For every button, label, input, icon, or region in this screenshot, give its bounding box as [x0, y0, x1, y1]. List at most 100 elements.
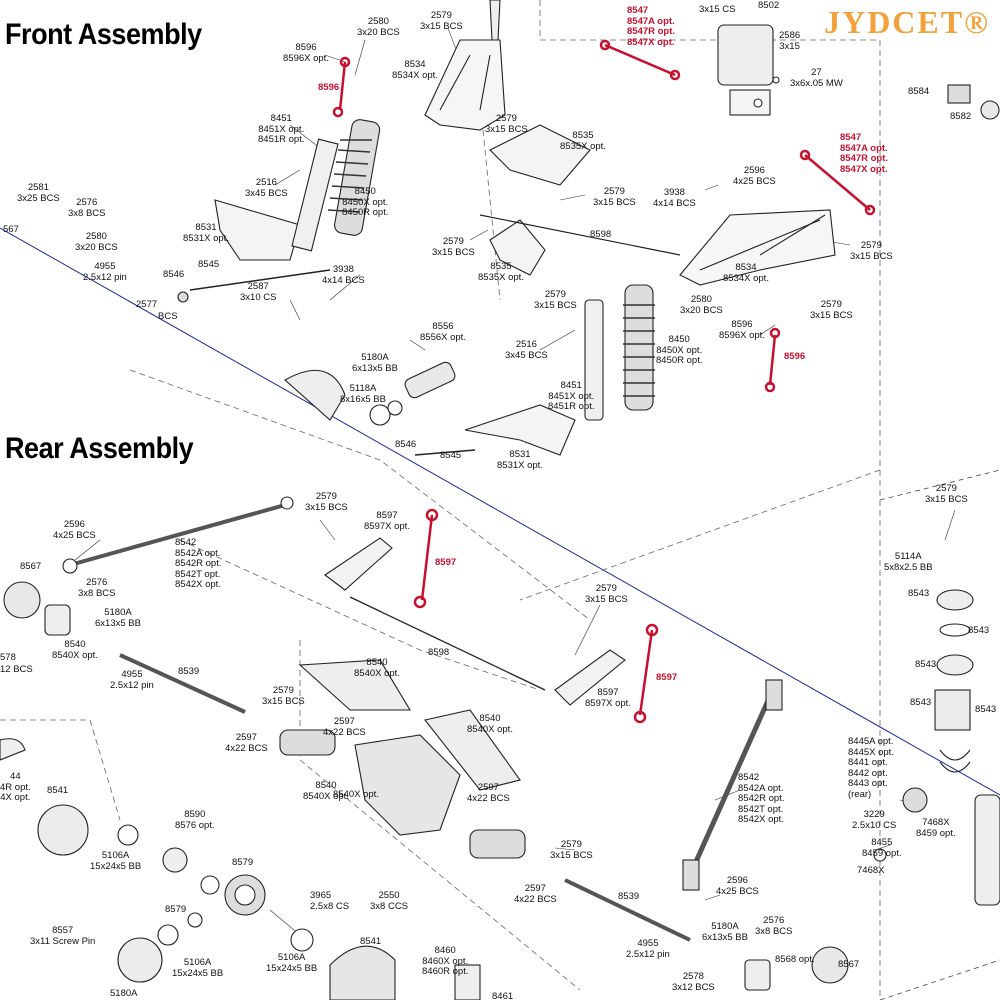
- front-red-parts: [332, 39, 876, 393]
- part-label: 8461: [492, 991, 514, 1000]
- part-label: 8596 8596X opt.: [283, 42, 329, 64]
- part-label: 8597 8597X opt.: [585, 687, 631, 709]
- front-parts: [177, 0, 1000, 456]
- part-label: 2579 3x15 BCS: [585, 583, 628, 605]
- part-label: 2577: [136, 299, 158, 310]
- part-label: 8545: [198, 259, 220, 270]
- part-label: 2596 4x25 BCS: [716, 875, 759, 897]
- part-label: 8539: [178, 666, 200, 677]
- part-label: 3938 4x14 BCS: [653, 187, 696, 209]
- part-label: 5118A 8x16x5 BB: [340, 383, 386, 405]
- part-label: 2579 3x15 BCS: [850, 240, 893, 262]
- part-label: 5180A 6x13x5 BB: [95, 607, 141, 629]
- part-label: 8450 8450X opt. 8450R opt.: [342, 186, 389, 218]
- part-label: 2580 3x20 BCS: [680, 294, 723, 316]
- part-label: 567: [3, 224, 19, 235]
- part-label: 8556 8556X opt.: [420, 321, 466, 343]
- part-label: 8445A opt. 8445X opt. 8441 opt. 8442 opt…: [848, 736, 894, 800]
- part-label: 2596 4x25 BCS: [733, 165, 776, 187]
- part-label: 2579 3x15 BCS: [593, 186, 636, 208]
- part-label: 2579 3x15 BCS: [420, 10, 463, 32]
- part-label: 8535 8535X opt.: [478, 261, 524, 283]
- part-label: 8540 8540X opt.: [303, 780, 349, 802]
- part-label-highlight: 8596: [784, 351, 806, 362]
- part-label: 12 BCS: [0, 664, 33, 675]
- part-label: 8598: [428, 647, 450, 658]
- part-label: 44 4R opt. 4X opt.: [0, 771, 31, 803]
- part-label: 8450 8450X opt. 8450R opt.: [656, 334, 703, 366]
- part-label: 2579 3x15 BCS: [534, 289, 577, 311]
- part-label: 2516 3x45 BCS: [245, 177, 288, 199]
- part-label: 5106A 15x24x5 BB: [266, 952, 318, 974]
- part-label: 7468X 8459 opt.: [916, 817, 956, 839]
- part-label: 8534 8534X opt.: [392, 59, 438, 81]
- part-label: 7468X: [857, 865, 885, 876]
- part-label: 5180A 6x13x5 BB: [352, 352, 398, 374]
- part-label: 8579: [232, 857, 254, 868]
- part-label: 8531 8531X opt.: [183, 222, 229, 244]
- part-label: 8451 8451X opt. 8451R opt.: [548, 380, 595, 412]
- part-label: 2597 4x22 BCS: [514, 883, 557, 905]
- part-label: 8540X opt.: [333, 789, 379, 800]
- part-label-highlight: 8596: [318, 82, 340, 93]
- part-label: 2579 3x15 BCS: [485, 113, 528, 135]
- part-label: 8540 8540X opt.: [354, 657, 400, 679]
- divider-line: [0, 227, 1000, 796]
- part-label: 4955 2.5x12 pin: [626, 938, 670, 960]
- part-label: 27 3x6x.05 MW: [790, 67, 843, 89]
- part-label: 2587 3x10 CS: [240, 281, 277, 303]
- part-label: 8543: [975, 704, 997, 715]
- part-label: 8535 8535X opt.: [560, 130, 606, 152]
- part-label: 8455 8459 opt.: [862, 837, 902, 859]
- part-label: 8541: [47, 785, 69, 796]
- part-label: 8540 8540X opt.: [467, 713, 513, 735]
- part-label: 3938 4x14 BCS: [322, 264, 365, 286]
- part-label: 8460 8460X opt. 8460R opt.: [422, 945, 469, 977]
- part-label: 2579 3x15 BCS: [550, 839, 593, 861]
- part-label-highlight: 8597: [435, 557, 457, 568]
- part-label: 8584: [908, 86, 930, 97]
- part-label: 8539: [618, 891, 640, 902]
- part-label: 8543: [915, 659, 937, 670]
- part-label: 2579 3x15 BCS: [810, 299, 853, 321]
- rear-right-frame: [879, 469, 1000, 1000]
- part-label: 5106A 15x24x5 BB: [172, 957, 224, 979]
- part-label: 8534 8534X opt.: [723, 262, 769, 284]
- part-label: 2586 3x15: [779, 30, 801, 52]
- rear-red-parts: [413, 508, 659, 724]
- part-label: 2576 3x8 BCS: [78, 577, 116, 599]
- part-label: 2576 3x8 BCS: [755, 915, 793, 937]
- part-label: 8546: [163, 269, 185, 280]
- part-label-highlight: 8547 8547A opt. 8547R opt. 8547X opt.: [840, 132, 889, 175]
- part-label: 2581 3x25 BCS: [17, 182, 60, 204]
- part-label: 8579: [165, 904, 187, 915]
- part-label: 2579 3x15 BCS: [925, 483, 968, 505]
- part-label: 8545: [440, 450, 462, 461]
- part-label: 5180A 6x13x5 BB: [702, 921, 748, 943]
- part-label: 8502: [758, 0, 780, 11]
- part-label: 2579 3x15 BCS: [305, 491, 348, 513]
- part-label: 8567: [838, 959, 860, 970]
- part-label: 2579 3x15 BCS: [262, 685, 305, 707]
- part-label: 8568 opt.: [775, 954, 815, 965]
- part-label: 5106A 15x24x5 BB: [90, 850, 142, 872]
- part-label: 8542 8542A opt. 8542R opt. 8542T opt. 85…: [175, 537, 222, 590]
- part-label: 3965 2.5x8 CS: [310, 890, 350, 912]
- part-label-highlight: 8547 8547A opt. 8547R opt. 8547X opt.: [627, 5, 676, 48]
- part-label: 578: [0, 652, 16, 663]
- part-label: 4955 2.5x12 pin: [110, 669, 154, 691]
- part-label: 5114A 5x8x2.5 BB: [884, 551, 933, 573]
- part-label: BCS: [158, 311, 178, 322]
- part-label: 2597 4x22 BCS: [323, 716, 366, 738]
- part-label: 8557 3x11 Screw Pin: [30, 925, 96, 947]
- part-label: 2580 3x20 BCS: [75, 231, 118, 253]
- part-label: 8597 8597X opt.: [364, 510, 410, 532]
- part-label: 2516 3x45 BCS: [505, 339, 548, 361]
- part-label: 8582: [950, 111, 972, 122]
- part-label: 2580 3x20 BCS: [357, 16, 400, 38]
- part-label: 2576 3x8 BCS: [68, 197, 106, 219]
- part-label: 3229 2.5x10 CS: [852, 809, 897, 831]
- part-label: 2550 3x8 CCS: [370, 890, 409, 912]
- part-label: 8598: [590, 229, 612, 240]
